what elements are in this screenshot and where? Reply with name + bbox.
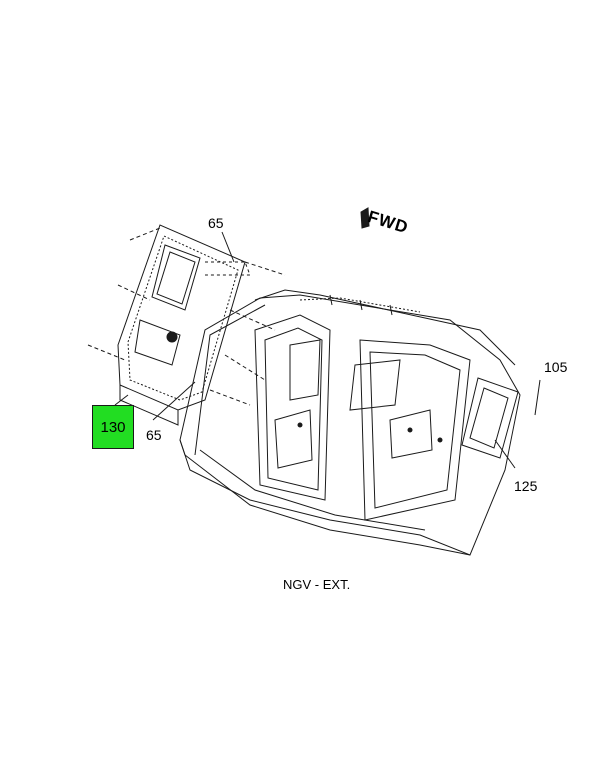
callout-130-label: 130	[100, 418, 126, 436]
rear-panel	[117, 224, 251, 426]
callout-130-highlight[interactable]: 130	[92, 405, 134, 449]
fwd-arrow-icon	[360, 207, 370, 229]
diagram-caption: NGV - EXT.	[283, 577, 351, 592]
explode-lines	[87, 227, 286, 406]
callout-65-top: 65	[208, 215, 224, 231]
callout-105: 105	[544, 359, 568, 375]
callout-65-mid: 65	[146, 427, 162, 443]
callout-125: 125	[514, 478, 538, 494]
leader-lines	[114, 231, 541, 469]
cab-body	[179, 289, 521, 556]
